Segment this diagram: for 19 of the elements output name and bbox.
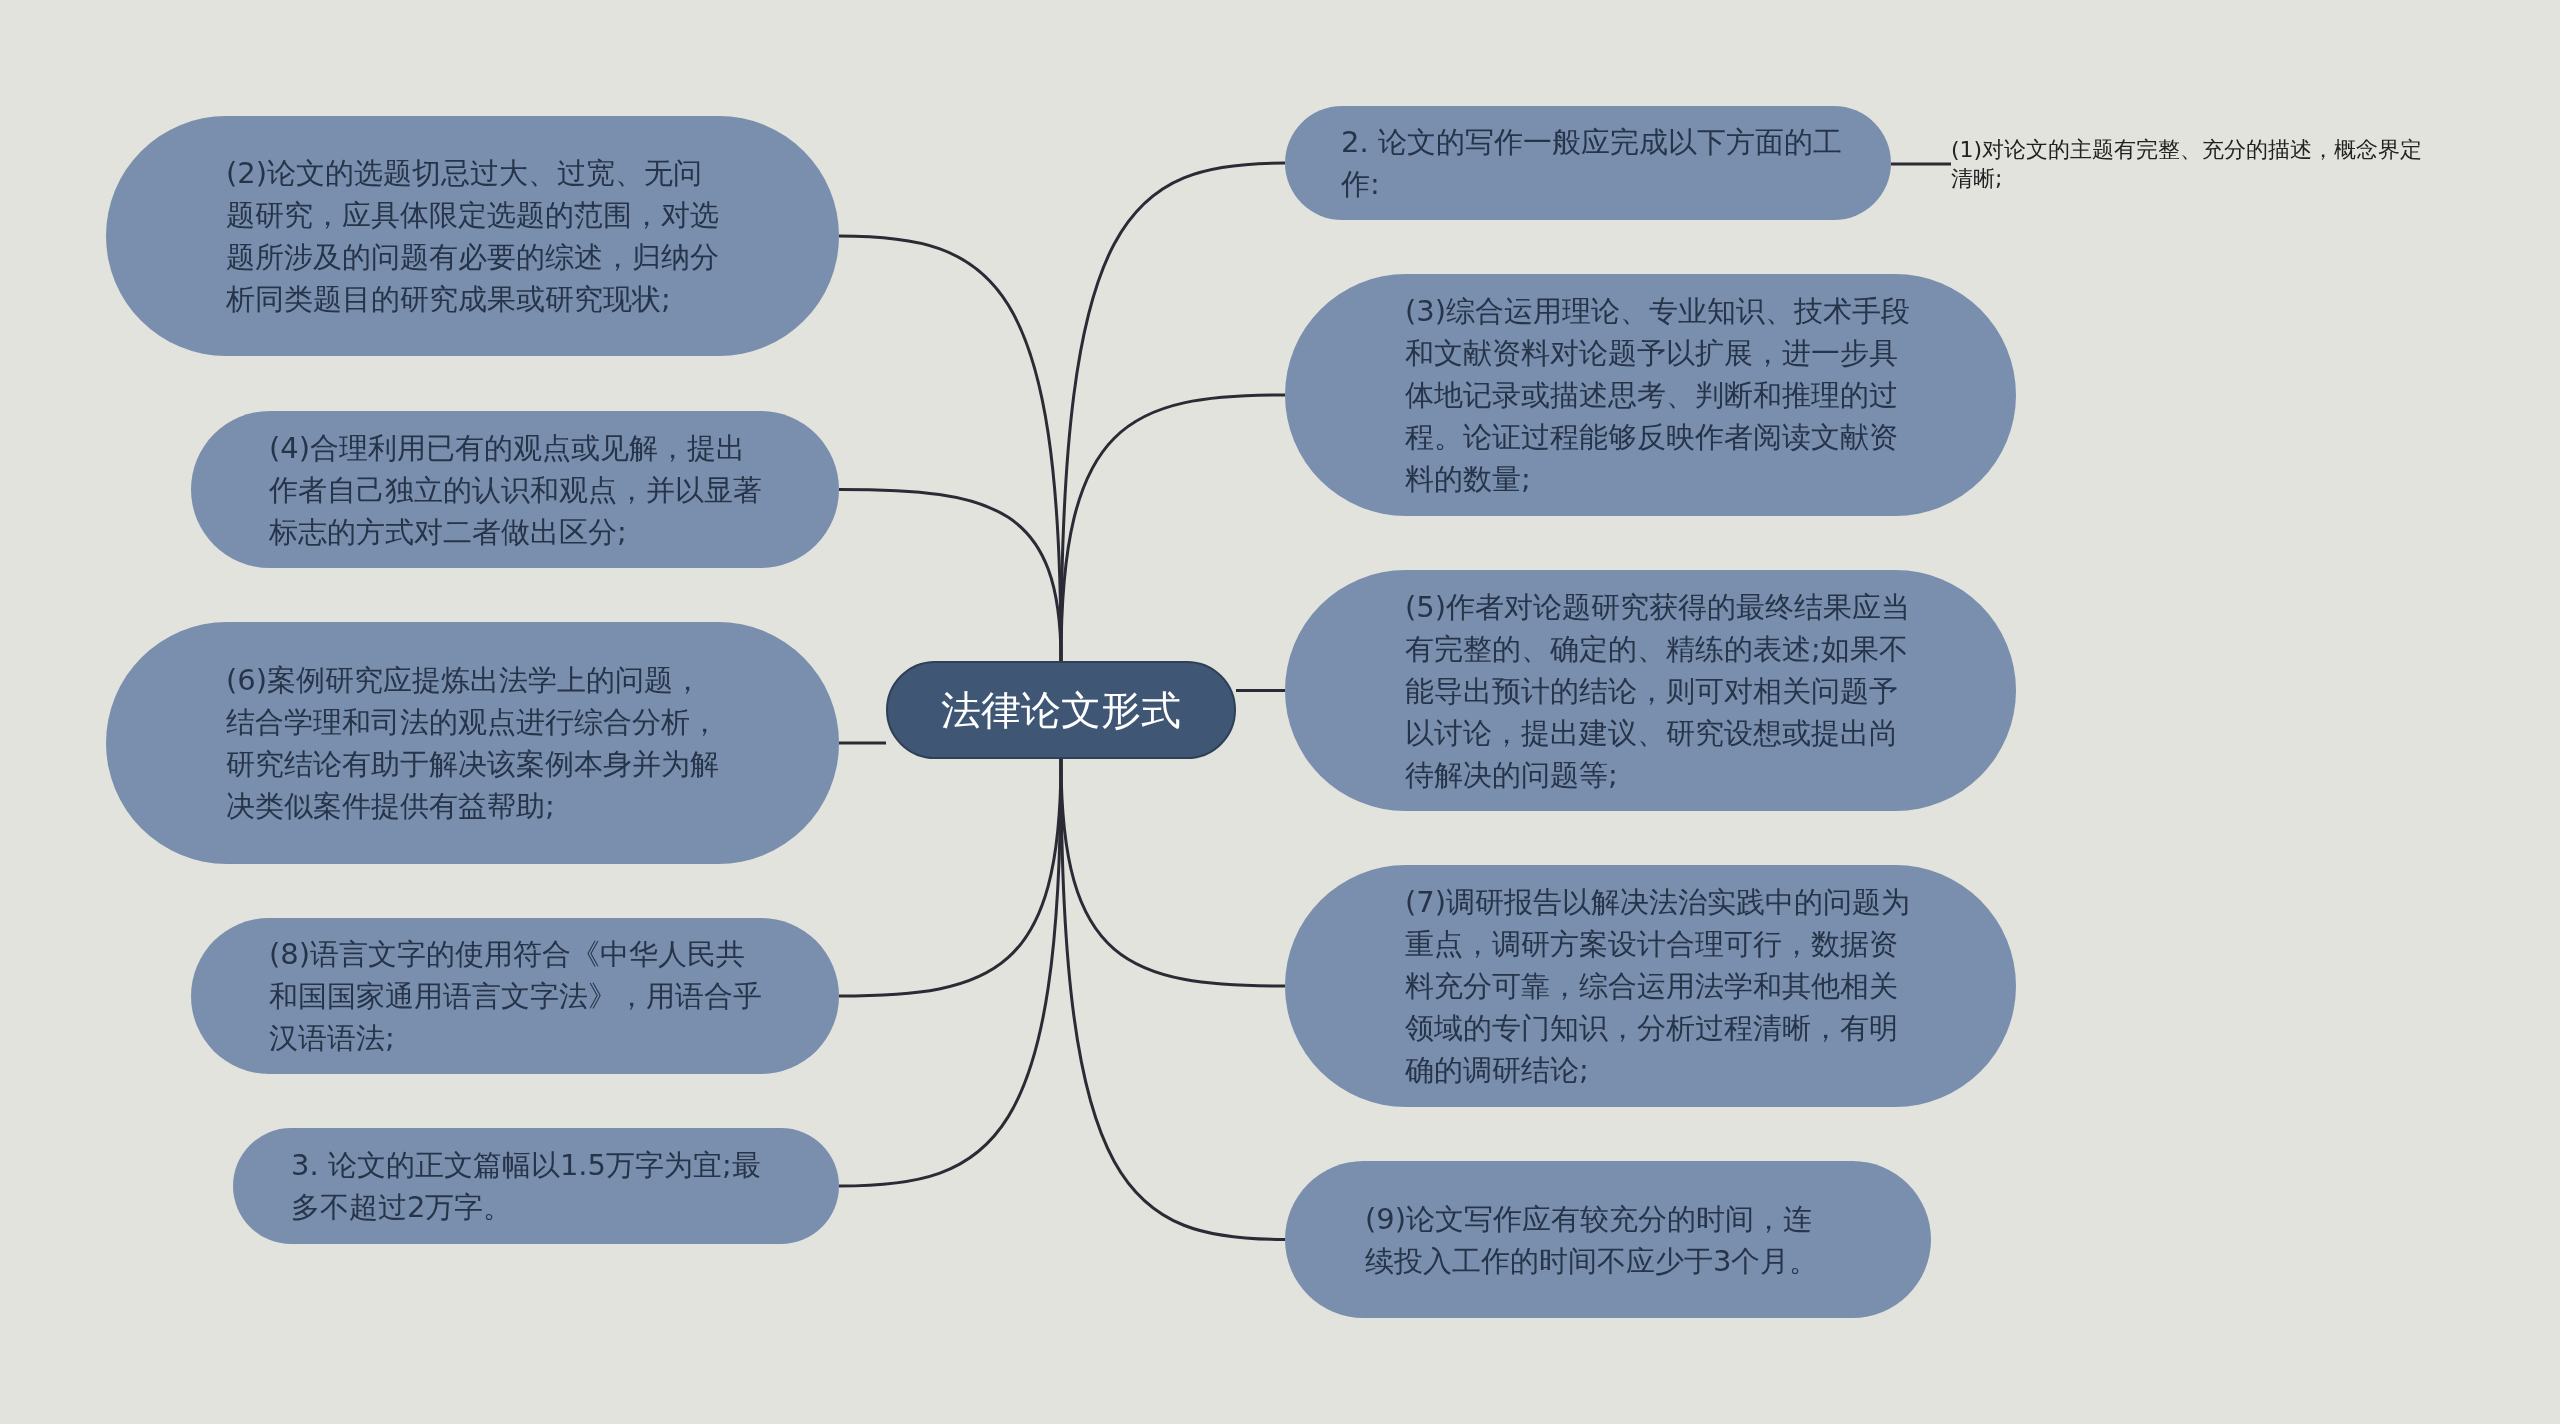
connector-line xyxy=(838,758,1063,1188)
connector-line xyxy=(1236,689,1285,692)
connector-line xyxy=(1059,393,1286,662)
subtopic-text: (6)案例研究应提炼出法学上的问题，结合学理和司法的观点进行综合分析，研究结论有助于解决该案例本身并为解决类似案件提供有益帮助; xyxy=(226,662,720,825)
subtopic-text: 3. 论文的正文篇幅以1.5万字为宜;最多不超过2万字。 xyxy=(291,1147,762,1226)
subtopic-text: (8)语言文字的使用符合《中华人民共和国国家通用语言文字法》，用语合乎汉语语法; xyxy=(269,936,763,1057)
subtopic-text: (7)调研报告以解决法治实践中的问题为重点，调研方案设计合理可行，数据资料充分可靠，综合运用法学和其他相关领域的专门知识，分析过程清晰，有明确的调研结论; xyxy=(1405,884,1912,1089)
topic-text: 法律论文形式 xyxy=(941,689,1181,731)
subtopic-text: (4)合理利用已有的观点或见解，提出作者自己独立的认识和观点，并以显著标志的方式对二者做出区分; xyxy=(269,429,763,551)
connector-line xyxy=(1059,758,1286,1241)
connector-line xyxy=(839,488,1063,662)
subtopic-text: (5)作者对论题研究获得的最终结果应当有完整的、确定的、精练的表述;如果不能导出预计的结论，则可对相关问题予以讨论，提出建议、研究设想或提出尚待解决的问题等; xyxy=(1405,588,1912,794)
subtopic-text: (9)论文写作应有较充分的时间，连续投入工作的时间不应少于3个月。 xyxy=(1365,1200,1820,1280)
connector-line xyxy=(839,741,886,745)
subtopic-text: (2)论文的选题切忌过大、过宽、无问题研究，应具体限定选题的范围，对选题所涉及的问题有必要的综述，归纳分析同类题目的研究成果或研究现状; xyxy=(226,155,720,318)
connector-line xyxy=(1891,162,1951,166)
subtopic-text: 2. 论文的写作一般应完成以下方面的工作: xyxy=(1341,124,1843,203)
subtopic-text: (3)综合运用理论、专业知识、技术手段和文献资料对论题予以扩展，进一步具体地记录或描述思考、判断和推理的过程。论证过程能够反映作者阅读文献资料的数量; xyxy=(1405,293,1912,498)
note-text: (1)对论文的主题有完整、充分的描述，概念界定清晰; xyxy=(1951,136,2424,193)
